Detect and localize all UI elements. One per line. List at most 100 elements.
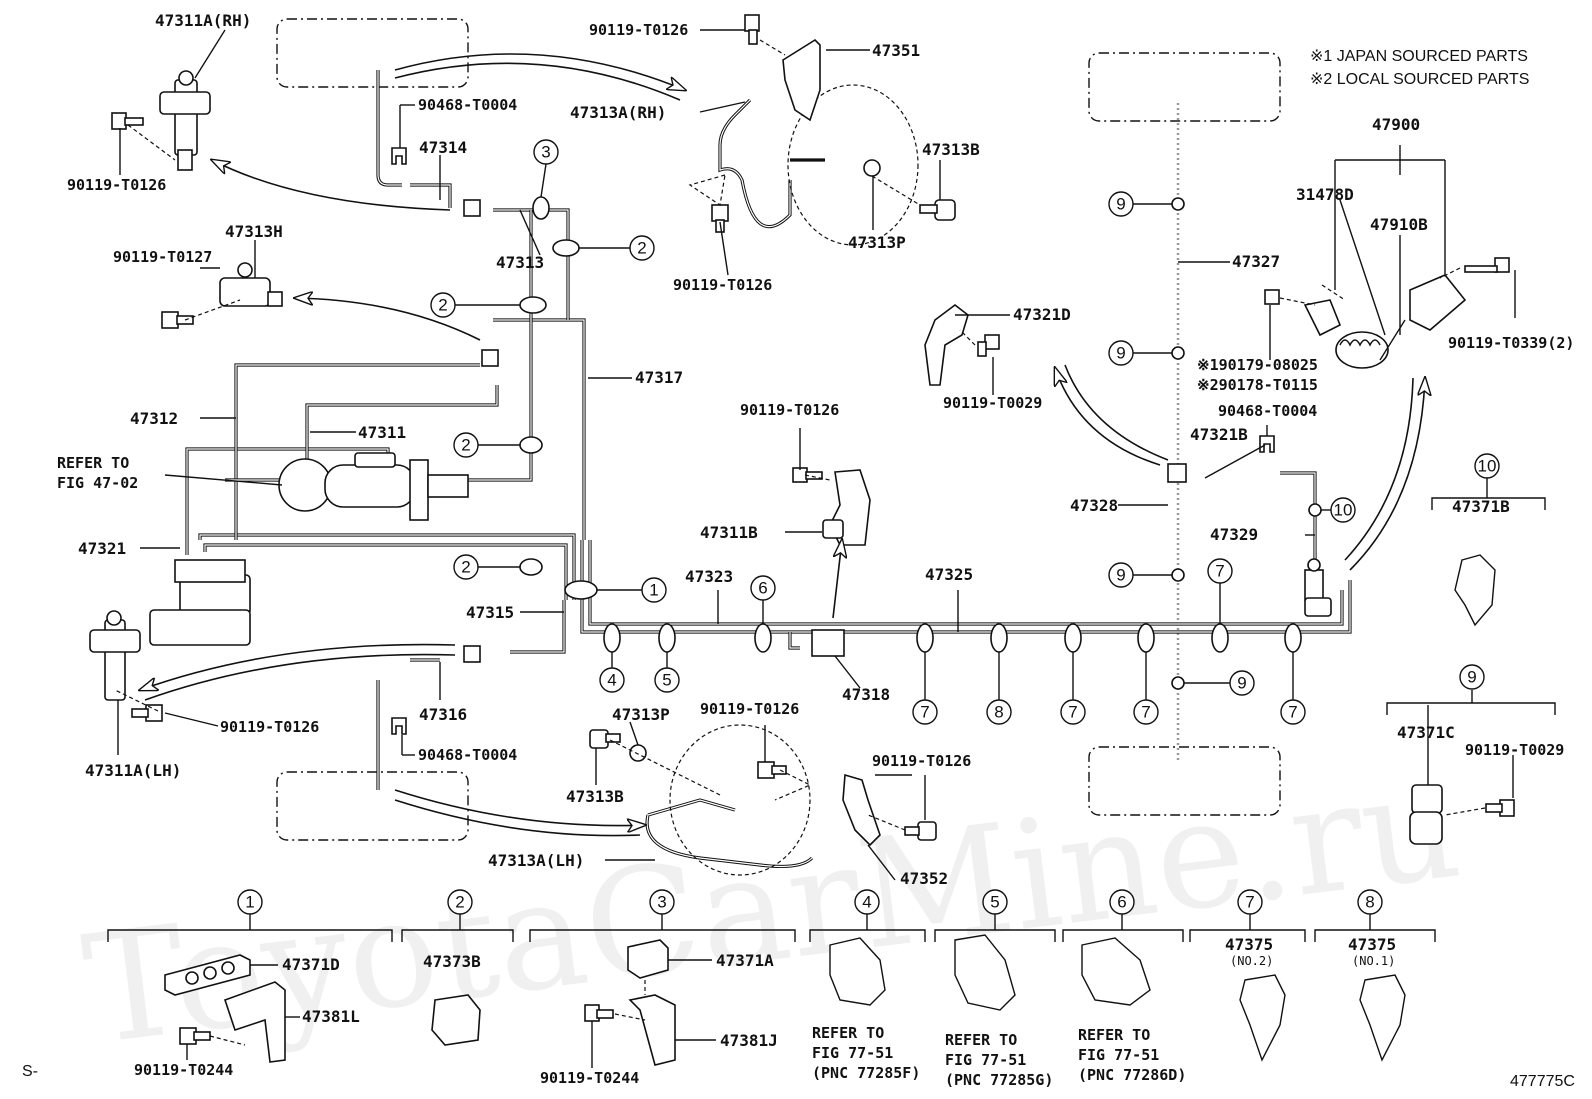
label-90119-T0126-47351: 90119-T0126 bbox=[589, 21, 688, 39]
callout-7: 7 bbox=[1280, 699, 1306, 725]
svg-text:3: 3 bbox=[657, 893, 666, 912]
label-90119-T0126-lh: 90119-T0126 bbox=[220, 718, 319, 736]
callout-4: 4 bbox=[599, 667, 625, 693]
label-refer-to-6: REFER TO bbox=[1078, 1026, 1150, 1044]
svg-text:2: 2 bbox=[637, 239, 646, 258]
label-fig-77-51-4: FIG 77-51 bbox=[812, 1044, 893, 1062]
svg-text:5: 5 bbox=[990, 893, 999, 912]
callout-6: 6 bbox=[1109, 889, 1135, 915]
label-47313A-rh: 47313A(RH) bbox=[570, 103, 666, 122]
callout-2: 2 bbox=[629, 235, 655, 261]
bolt-90119-T0127 bbox=[161, 311, 194, 329]
union-47318 bbox=[811, 629, 845, 657]
svg-text:2: 2 bbox=[461, 558, 470, 577]
label-90119-T0126-rh-hose: 90119-T0126 bbox=[673, 276, 772, 294]
svg-text:9: 9 bbox=[1116, 344, 1125, 363]
label-47313P-top: 47313P bbox=[848, 233, 906, 252]
label-47375-no1: 47375 bbox=[1348, 935, 1396, 954]
bolt-90119-T0029-a bbox=[977, 334, 1000, 357]
phantom-box-top-left bbox=[276, 18, 469, 88]
label-47314: 47314 bbox=[419, 138, 467, 157]
label-fig-47-02: FIG 47-02 bbox=[57, 474, 138, 492]
callout-7: 7 bbox=[912, 699, 938, 725]
label-290178-T0115: ※290178-T0115 bbox=[1197, 376, 1318, 394]
svg-text:10: 10 bbox=[1478, 457, 1497, 476]
clip-47371D bbox=[164, 954, 251, 996]
label-47351: 47351 bbox=[872, 41, 920, 60]
label-refer-to-5: REFER TO bbox=[945, 1031, 1017, 1049]
callout-10: 10 bbox=[1474, 453, 1500, 479]
bolt-90119-T0126-rh-hose bbox=[711, 204, 729, 233]
phantom-box-bottom-right bbox=[1088, 746, 1281, 816]
label-47315: 47315 bbox=[466, 603, 514, 622]
callout-5: 5 bbox=[654, 667, 680, 693]
label-90119-T0126-top-left: 90119-T0126 bbox=[67, 176, 166, 194]
label-90119-T0339: 90119-T0339(2) bbox=[1448, 334, 1574, 352]
label-47373B: 47373B bbox=[423, 952, 481, 971]
svg-text:1: 1 bbox=[245, 893, 254, 912]
label-47313P-bottom: 47313P bbox=[612, 705, 670, 724]
master-cylinder-47311 bbox=[278, 452, 469, 521]
union-47316 bbox=[463, 645, 481, 663]
svg-text:3: 3 bbox=[541, 143, 550, 162]
svg-text:8: 8 bbox=[994, 703, 1003, 722]
label-47311A-rh: 47311A(RH) bbox=[155, 11, 251, 30]
bracket-47352 bbox=[842, 773, 881, 847]
svg-text:2: 2 bbox=[438, 296, 447, 315]
bolt-47313B-top bbox=[919, 199, 956, 221]
bolt-90119-T0339 bbox=[1464, 257, 1510, 273]
callout-9: 9 bbox=[1108, 191, 1134, 217]
callout-7: 7 bbox=[1207, 558, 1233, 584]
clip-47373B bbox=[431, 994, 481, 1046]
callout-1: 1 bbox=[641, 577, 667, 603]
detail-ellipse-lh bbox=[669, 724, 811, 876]
callout-9: 9 bbox=[1108, 562, 1134, 588]
clip-90468-T0004-right bbox=[1259, 435, 1275, 453]
bracket-47311B bbox=[822, 469, 871, 546]
svg-text:6: 6 bbox=[758, 579, 767, 598]
callout-8: 8 bbox=[986, 699, 1012, 725]
bolt-90119-T0029-b bbox=[1485, 799, 1515, 817]
svg-text:1: 1 bbox=[649, 581, 658, 600]
svg-text:6: 6 bbox=[1117, 893, 1126, 912]
callout-9: 9 bbox=[1229, 670, 1255, 696]
footer-left: S- bbox=[22, 1063, 38, 1080]
bolt-90119-T0126-lh bbox=[131, 704, 163, 722]
svg-text:7: 7 bbox=[1068, 703, 1077, 722]
label-47312: 47312 bbox=[130, 409, 178, 428]
union-47314 bbox=[463, 199, 481, 217]
bolt-90119-T0126-47352 bbox=[904, 821, 937, 841]
label-90119-T0029-a: 90119-T0029 bbox=[943, 394, 1042, 412]
label-fig-77-51-5: FIG 77-51 bbox=[945, 1051, 1026, 1069]
svg-text:7: 7 bbox=[1215, 562, 1224, 581]
bolt-90119-T0244-a bbox=[179, 1027, 246, 1046]
label-no1: (NO.1) bbox=[1352, 954, 1395, 968]
svg-text:7: 7 bbox=[1245, 893, 1254, 912]
callout-2: 2 bbox=[430, 292, 456, 318]
label-47381J: 47381J bbox=[720, 1031, 778, 1050]
label-fig-77-51-6: FIG 77-51 bbox=[1078, 1046, 1159, 1064]
label-47910B: 47910B bbox=[1370, 215, 1428, 234]
svg-text:7: 7 bbox=[1141, 703, 1150, 722]
label-47381L: 47381L bbox=[302, 1007, 360, 1026]
sensor-47900 bbox=[1335, 274, 1467, 369]
label-90119-T0244-a: 90119-T0244 bbox=[134, 1061, 233, 1079]
bracket-47321D bbox=[924, 303, 969, 386]
clip-47375-no2 bbox=[1239, 974, 1286, 1062]
callout-7: 7 bbox=[1237, 889, 1263, 915]
callout-3: 3 bbox=[649, 889, 675, 915]
callout-2: 2 bbox=[453, 432, 479, 458]
svg-text:9: 9 bbox=[1116, 566, 1125, 585]
callout-4: 4 bbox=[854, 889, 880, 915]
svg-text:9: 9 bbox=[1467, 668, 1476, 687]
grommet-77285F bbox=[829, 937, 886, 1006]
callout-2: 2 bbox=[447, 889, 473, 915]
label-90119-T0126-47352: 90119-T0126 bbox=[872, 752, 971, 770]
valve-47313H bbox=[219, 262, 283, 307]
washer-47313P-bottom bbox=[629, 744, 647, 762]
callout-10: 10 bbox=[1330, 497, 1356, 523]
label-47323: 47323 bbox=[685, 567, 733, 586]
label-47328: 47328 bbox=[1070, 496, 1118, 515]
svg-text:2: 2 bbox=[455, 893, 464, 912]
callout-5: 5 bbox=[982, 889, 1008, 915]
